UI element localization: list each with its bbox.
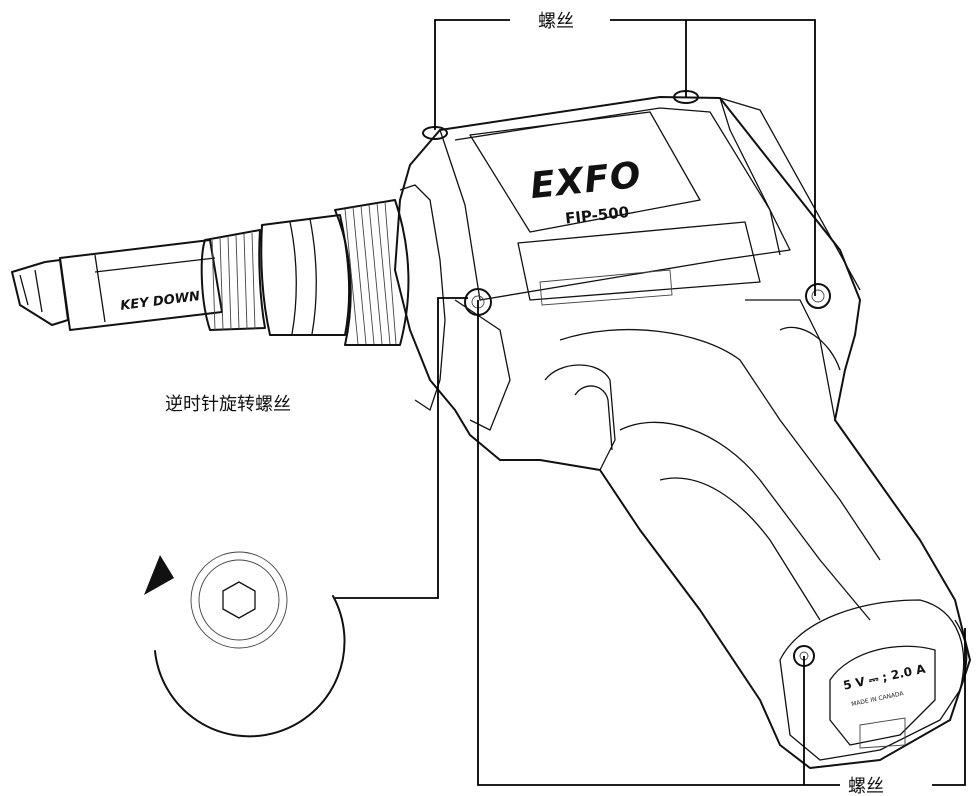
screw-label-top: 螺丝	[538, 11, 574, 32]
rating-label: 5 V ⎓ ; 2.0 A	[842, 661, 927, 692]
rotate-ccw-label: 逆时针旋转螺丝	[165, 394, 291, 415]
model-label: FIP-500	[564, 203, 630, 228]
fip500-device	[394, 90, 971, 769]
key-down-label: KEY DOWN	[120, 289, 201, 314]
callout-front-screw	[335, 297, 468, 599]
hex-screw-icon	[190, 551, 288, 649]
screw-label-bottom: 螺丝	[848, 776, 884, 796]
connector-tip	[11, 199, 410, 346]
brand-logo: EXFO	[528, 155, 643, 207]
made-in-label: MADE IN CANADA	[851, 690, 905, 708]
ccw-rotation-icon	[144, 555, 346, 738]
callout-bottom	[477, 300, 966, 786]
callout-top	[434, 19, 816, 296]
